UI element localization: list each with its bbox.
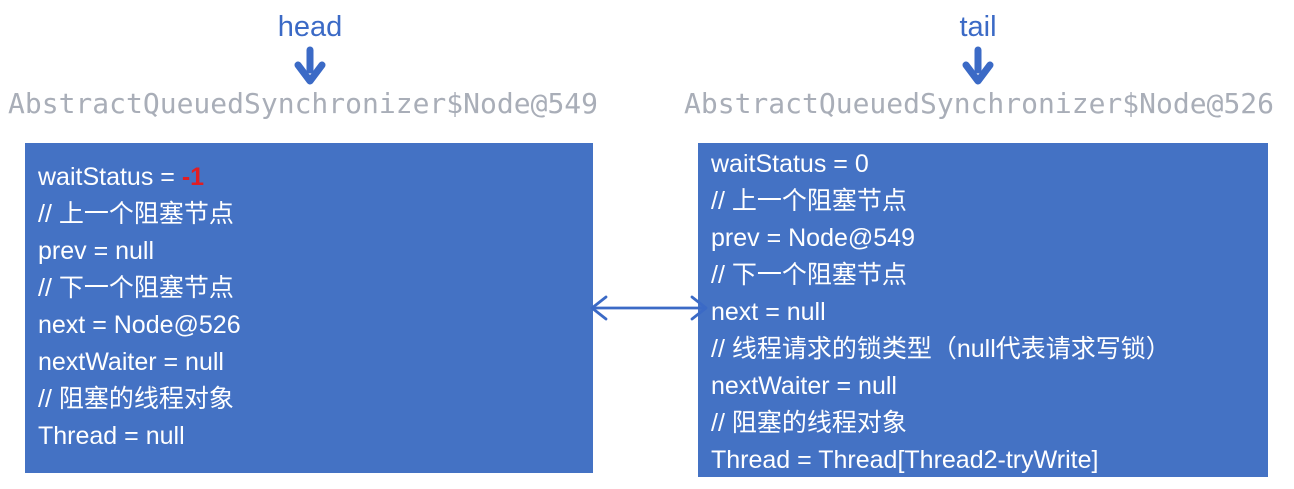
field-prefix: waitStatus =: [38, 163, 182, 191]
node-field-line: Thread = null: [38, 422, 185, 450]
node-field-line: // 下一个阻塞节点: [38, 274, 234, 302]
node-field-line: // 阻塞的线程对象: [38, 385, 234, 413]
node-field-line: waitStatus = -1: [38, 159, 583, 196]
node-field-line: nextWaiter = null: [38, 348, 224, 376]
head-pointer-label: head: [277, 11, 343, 43]
right-node-title: AbstractQueuedSynchronizer$Node@526: [684, 87, 1275, 120]
node-field-line: nextWaiter = null: [711, 372, 897, 400]
node-field-line: // 上一个阻塞节点: [711, 187, 907, 215]
left-node-title: AbstractQueuedSynchronizer$Node@549: [8, 87, 599, 120]
tail-down-arrow-icon: [962, 46, 994, 85]
node-field-line: // 下一个阻塞节点: [711, 261, 907, 289]
node-field-line: // 阻塞的线程对象: [711, 409, 907, 437]
tail-node-box: waitStatus = 0 // 上一个阻塞节点 prev = Node@549 /…: [698, 143, 1268, 477]
node-field-line: next = null: [711, 298, 826, 326]
node-field-line: // 线程请求的锁类型（null代表请求写锁）: [711, 335, 1171, 363]
node-field-line: waitStatus = 0: [711, 150, 869, 178]
node-field-line: prev = null: [38, 237, 155, 265]
tail-pointer-label: tail: [959, 11, 997, 43]
field-highlight-value: -1: [181, 163, 205, 191]
head-down-arrow-icon: [294, 46, 326, 85]
node-field-line: Thread = Thread[Thread2-tryWrite]: [711, 446, 1099, 474]
head-node-box: waitStatus = -1 // 上一个阻塞节点 prev = null // 下…: [25, 143, 593, 473]
node-field-line: prev = Node@549: [711, 224, 915, 252]
node-field-line: next = Node@526: [38, 311, 241, 339]
bidirectional-link-arrow-icon: [590, 295, 708, 321]
node-field-line: // 上一个阻塞节点: [38, 200, 234, 228]
